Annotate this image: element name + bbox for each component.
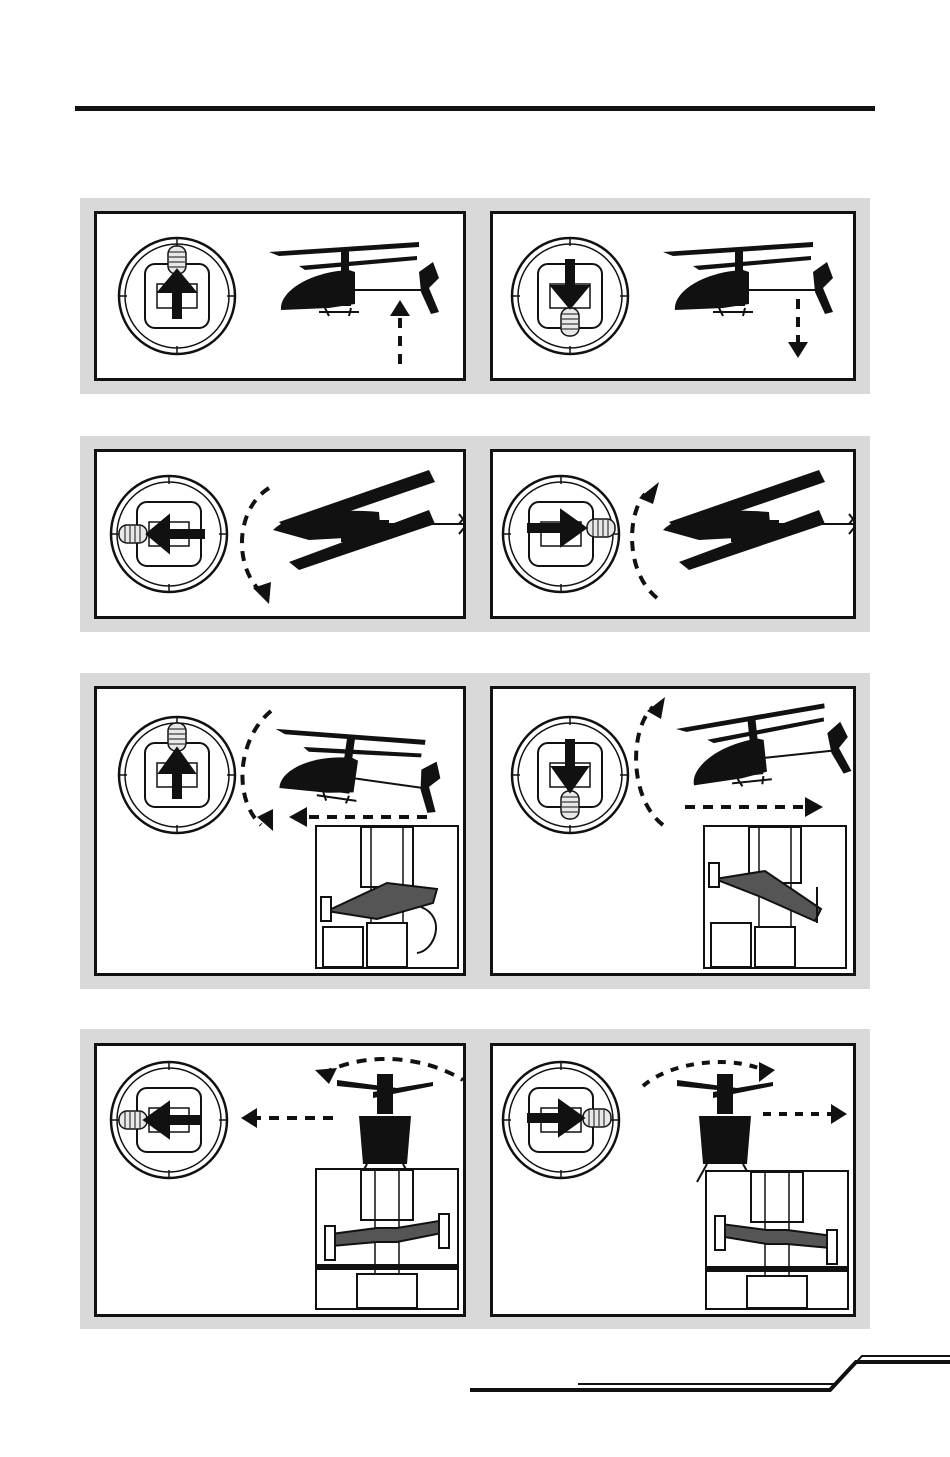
- panel-elevator-backward: [490, 686, 856, 976]
- swashplate-detail-forward: [315, 825, 459, 969]
- panel-throttle-down: [490, 211, 856, 381]
- yaw-left-arrow-icon: [242, 488, 269, 590]
- panel-throttle-up: [94, 211, 466, 381]
- panel-rudder-left: [94, 449, 466, 619]
- throttle-down-illustration: [493, 214, 856, 381]
- panel-elevator-forward: [94, 686, 466, 976]
- header-rule: [75, 106, 875, 111]
- footer-ornament: [470, 1350, 950, 1420]
- yaw-right-arrow-icon: [632, 494, 657, 598]
- pitch-backward-arrow-icon: [636, 707, 663, 825]
- swashplate-detail-right: [705, 1170, 849, 1310]
- rudder-left-illustration: [97, 452, 466, 619]
- panel-aileron-left: [94, 1043, 466, 1317]
- panel-rudder-right: [490, 449, 856, 619]
- panel-aileron-right: [490, 1043, 856, 1317]
- rudder-right-illustration: [493, 452, 856, 619]
- swashplate-detail-left: [315, 1168, 459, 1310]
- pitch-forward-arrow-icon: [242, 711, 271, 825]
- throttle-up-illustration: [97, 214, 466, 381]
- roll-right-arrow-icon: [643, 1062, 763, 1086]
- swashplate-detail-backward: [703, 825, 847, 969]
